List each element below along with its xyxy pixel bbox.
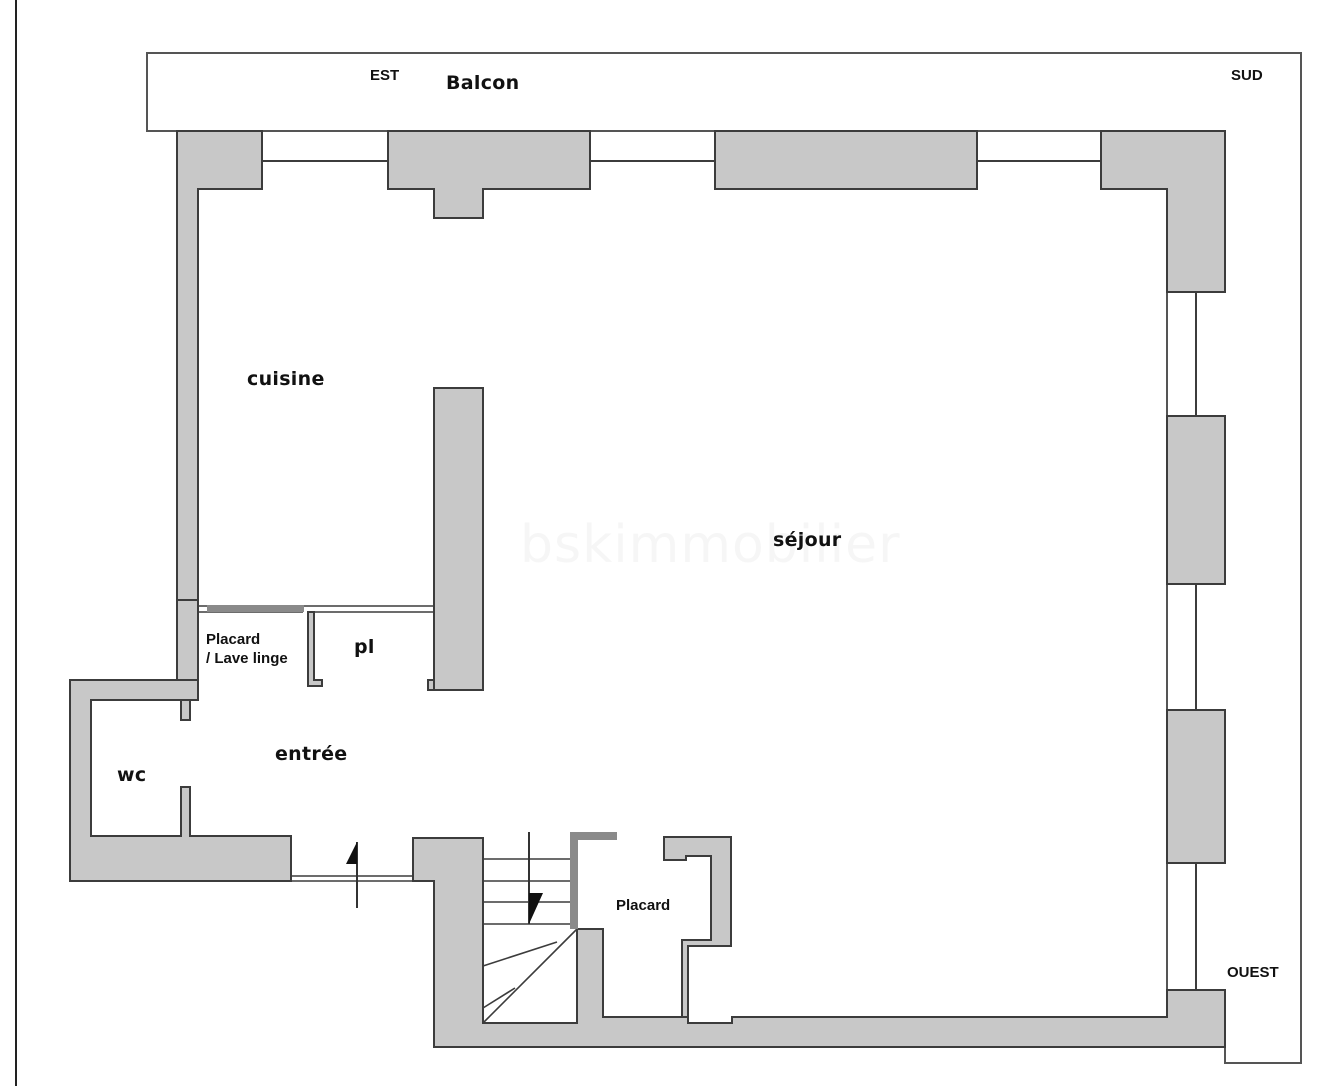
room-label-living: séjour bbox=[773, 529, 842, 551]
wall-top-pillar-long bbox=[714, 130, 978, 190]
wall-center-column bbox=[433, 387, 484, 691]
wall-stairs-left bbox=[412, 837, 1226, 1048]
door-stairs-closet bbox=[570, 832, 617, 929]
entry-door-sill bbox=[291, 875, 413, 882]
compass-south-label: SUD bbox=[1231, 67, 1263, 84]
balcony-label: Balcon bbox=[446, 72, 520, 94]
room-label-stairs-closet: Placard bbox=[616, 897, 671, 914]
wall-right-pillar-1 bbox=[1166, 415, 1226, 585]
wall-top-right bbox=[1100, 130, 1226, 293]
wall-placard-stairs bbox=[663, 836, 732, 1018]
room-label-wc: wc bbox=[117, 764, 147, 786]
stairs bbox=[482, 832, 578, 1024]
room-label-laundry-closet-1: Placard bbox=[206, 631, 261, 648]
arrow-down-icon bbox=[529, 893, 543, 924]
wall-right-pillar-2 bbox=[1166, 709, 1226, 864]
arrow-up-icon bbox=[346, 842, 357, 864]
wall-top-pillar-t bbox=[387, 130, 591, 219]
room-label-laundry-closet-2: / Lave linge bbox=[206, 650, 288, 667]
room-label-small-closet: pl bbox=[354, 636, 375, 658]
room-label-entrance: entrée bbox=[275, 743, 348, 765]
compass-east-label: EST bbox=[370, 67, 400, 84]
door-laundry-closet bbox=[207, 605, 304, 612]
wall-closet-divider bbox=[307, 611, 323, 687]
wall-pl-right-stub bbox=[427, 679, 435, 691]
room-label-kitchen: cuisine bbox=[247, 368, 325, 390]
compass-west-label: OUEST bbox=[1227, 964, 1279, 981]
wall-left-kitchen bbox=[176, 599, 199, 721]
